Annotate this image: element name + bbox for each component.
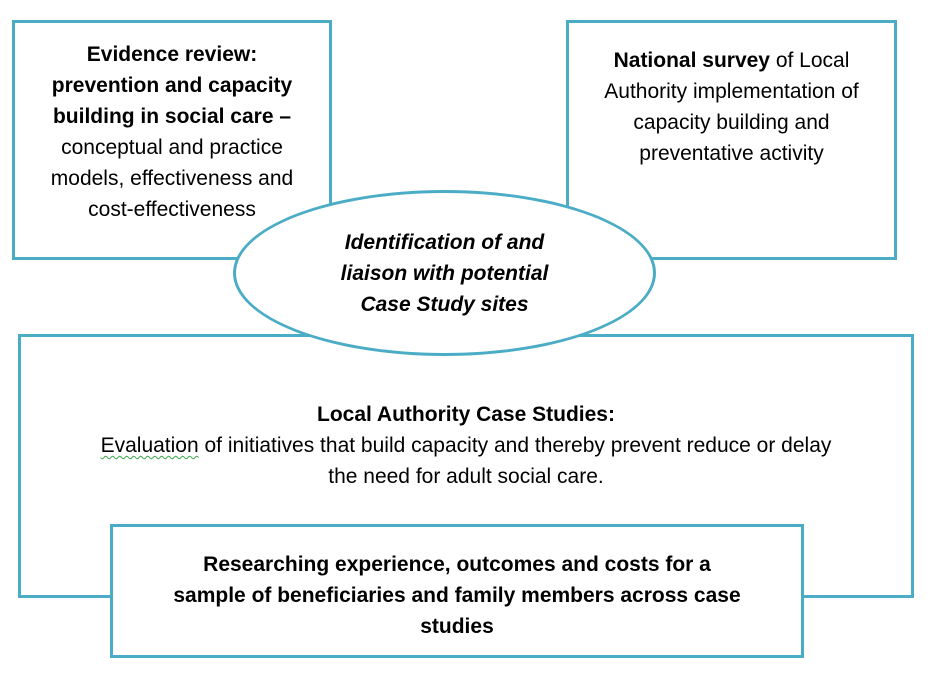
evidence-review-title-line-2: prevention and capacity <box>51 74 293 97</box>
evidence-review-box: Evidence review: prevention and capacity… <box>12 20 332 260</box>
evidence-review-title-line-1: Evidence review: <box>86 43 258 66</box>
evidence-review-text-line-2: models, effectiveness and <box>50 167 294 190</box>
research-line-1: Researching experience, outcomes and cos… <box>203 553 711 576</box>
national-survey-line-2: Authority implementation of <box>604 80 859 103</box>
case-studies-title: Local Authority Case Studies: <box>317 403 615 426</box>
research-box: Researching experience, outcomes and cos… <box>110 524 804 658</box>
national-survey-line-1-rest: of Local <box>770 49 850 72</box>
ellipse-line-3: Case Study sites <box>360 292 529 316</box>
national-survey-title: National survey <box>613 49 770 72</box>
ellipse-line-1: Identification of and <box>344 230 545 254</box>
national-survey-line-3: capacity building and <box>633 111 830 134</box>
case-studies-description-rest: of initiatives that build capacity and t… <box>198 434 832 457</box>
case-studies-description-line-2: the need for adult social care. <box>328 465 604 488</box>
evidence-review-title-line-3: building in social care – <box>52 105 292 128</box>
research-line-3: studies <box>420 615 494 638</box>
case-studies-description-line-1: Evaluation of initiatives that build cap… <box>101 430 832 461</box>
ellipse-line-2: liaison with potential <box>340 261 549 285</box>
national-survey-line-1: National survey of Local <box>614 45 850 76</box>
national-survey-box: National survey of Local Authority imple… <box>566 20 897 260</box>
research-line-2: sample of beneficiaries and family membe… <box>173 584 741 607</box>
spellcheck-underlined-word: Evaluation <box>100 434 199 457</box>
case-study-sites-ellipse: Identification of and liaison with poten… <box>233 190 656 356</box>
evidence-review-text-line-3: cost-effectiveness <box>88 198 256 221</box>
evidence-review-text-line-1: conceptual and practice <box>61 136 283 159</box>
national-survey-line-4: preventative activity <box>639 142 824 165</box>
